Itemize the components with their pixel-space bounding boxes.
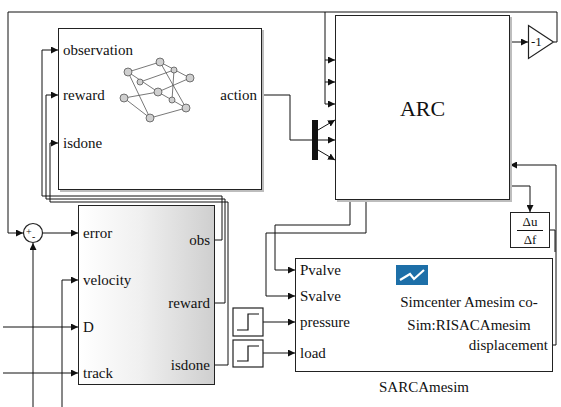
amesim-cosim-block: PvalveSvalve pressure load Simcenter Amesim… — [295, 258, 553, 372]
derivative-block: ΔuΔf — [510, 212, 550, 248]
block-label: Δu — [511, 214, 549, 229]
port-label: error — [83, 225, 112, 242]
port-label: observation — [63, 42, 133, 59]
signal-connector — [510, 42, 528, 43]
amesim-icon — [396, 265, 428, 285]
port-label: pressure — [300, 314, 350, 331]
port-label: action — [220, 87, 257, 104]
port-label: reward — [168, 295, 210, 312]
agent-block: observation reward isdone action — [58, 28, 262, 190]
port-label: displacement — [469, 337, 548, 354]
port-label: track — [83, 365, 113, 382]
port-label: load — [300, 345, 326, 362]
fraction-bar — [517, 230, 543, 231]
block-label: Δf — [511, 232, 549, 247]
step-block — [233, 308, 263, 367]
reward-subsystem: error velocityDtrack obs reward isdone — [78, 205, 215, 385]
block-label: ARC — [336, 96, 509, 122]
port-label: + — [26, 226, 32, 237]
port-label: obs — [189, 232, 210, 249]
port-label: Pvalve — [300, 262, 341, 279]
sum-circle: +- — [23, 223, 43, 243]
port-label: reward — [63, 87, 105, 104]
gain-triangle: -1 — [528, 25, 554, 59]
signal-connector — [262, 95, 335, 140]
neural-network-icon — [120, 58, 194, 122]
signal-connector — [266, 200, 366, 296]
signal-connector — [8, 12, 557, 233]
port-label: - — [32, 231, 35, 242]
signal-connector — [43, 233, 78, 234]
port-label: isdone — [171, 357, 210, 374]
port-label: velocity — [83, 272, 131, 289]
port-label: Simcenter Amesim co-Sim:RISACAmesim — [388, 291, 550, 337]
mux-bar — [312, 120, 318, 160]
signal-wires — [3, 12, 555, 407]
port-label: -1 — [531, 34, 542, 49]
signal-connector — [275, 200, 350, 270]
block-label: SARCAmesim — [296, 379, 552, 396]
port-label: D — [83, 319, 94, 336]
port-label: Svalve — [300, 288, 341, 305]
port-label: isdone — [63, 135, 102, 152]
signal-connector — [510, 186, 530, 212]
arc-subsystem: ARC — [335, 15, 510, 200]
